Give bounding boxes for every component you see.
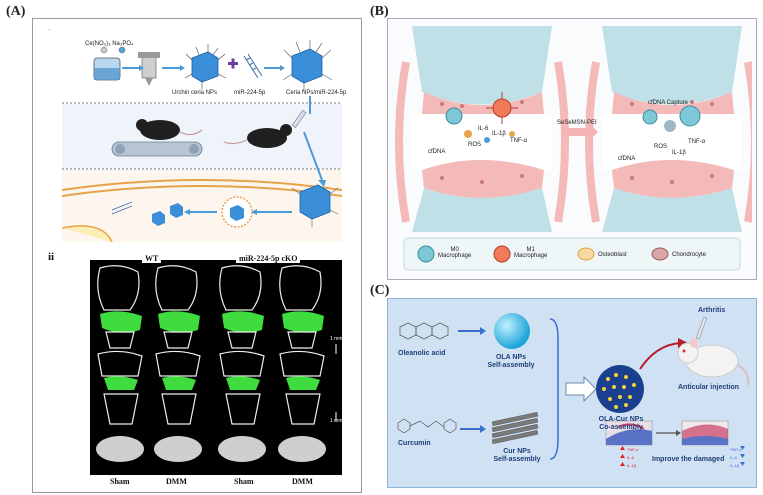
panel-b-label: (B) bbox=[370, 4, 389, 19]
legend-m1: M1 Macrophage bbox=[514, 247, 548, 259]
oleanolic-label: Oleanolic acid bbox=[398, 350, 446, 357]
bottom-label-sham-1: Sham bbox=[110, 477, 130, 486]
marker-left-1: IL-6 bbox=[627, 455, 634, 460]
micro-ct-images bbox=[96, 265, 337, 462]
bottom-label-sham-2: Sham bbox=[234, 477, 254, 486]
ceria-mir-np-icon bbox=[282, 40, 333, 92]
curcumin-label: Curcumin bbox=[398, 440, 431, 447]
curcumin-molecule-icon bbox=[397, 418, 457, 434]
il1b2-label: IL-1β bbox=[672, 150, 686, 156]
tnfa-label: TNF-α bbox=[510, 138, 528, 144]
chondrocyte-icon bbox=[651, 247, 669, 261]
legend-osteoblast: Osteoblast bbox=[598, 252, 627, 258]
legend-chondrocyte: Chondrocyte bbox=[672, 252, 707, 258]
wt-header: WT bbox=[142, 254, 162, 263]
marker-right-2: IL-1β bbox=[730, 463, 740, 468]
panel-a-label: (A) bbox=[6, 4, 26, 19]
tnfa2-label: TNF-α bbox=[688, 139, 706, 145]
mouse-injection-icon bbox=[223, 110, 307, 148]
scale-bar-1: 1 mm bbox=[330, 336, 343, 342]
ola-nps-label: OLA NPs Self-assembly bbox=[487, 354, 535, 369]
internalized-np-icon bbox=[291, 184, 339, 227]
panel-c-diagram bbox=[397, 313, 750, 466]
panel-a-sub-ii: ii bbox=[48, 251, 55, 263]
ros2-label: ROS bbox=[654, 144, 668, 150]
treatment-label: SeSeMSN-PEI bbox=[557, 120, 597, 126]
mouse-icon bbox=[677, 317, 750, 386]
il6-label: IL-6 bbox=[478, 126, 489, 132]
panel-a-schematic bbox=[42, 30, 352, 243]
cur-nps-label: Cur NPs Self-assembly bbox=[493, 448, 541, 463]
m0-macrophage-icon bbox=[417, 245, 435, 263]
cfdna2-label: cfDNA bbox=[618, 156, 636, 162]
bottom-label-dmm-2: DMM bbox=[292, 477, 313, 486]
reagents-label: Ce(NO₃)₃ Na₃PO₄ bbox=[85, 41, 134, 47]
cfdna-capture-label: cfDNA Capture bbox=[648, 100, 689, 106]
panel-a-frame bbox=[32, 18, 362, 493]
osteoblast-icon bbox=[577, 247, 595, 261]
urchin-ceria-np-icon bbox=[184, 44, 227, 89]
il1b-label: IL-1β bbox=[492, 131, 506, 137]
marker-right-0: TNF-α bbox=[730, 447, 742, 452]
mirna-icon bbox=[243, 53, 263, 79]
panel-c-label: (C) bbox=[370, 283, 390, 298]
cko-header: miR-224-5p cKO bbox=[236, 254, 301, 263]
ola-cur-label: OLA-Cur NPs Co-assembly bbox=[598, 416, 644, 431]
mouse-icon bbox=[136, 119, 203, 140]
panel-b-diagram bbox=[395, 26, 752, 271]
treadmill-icon bbox=[111, 141, 203, 157]
beaker-icon bbox=[93, 46, 126, 81]
cfdna-label: cfDNA bbox=[428, 149, 446, 155]
marker-right-1: IL-6 bbox=[730, 455, 737, 460]
m1-macrophage-icon bbox=[493, 245, 511, 263]
bottom-label-dmm-1: DMM bbox=[166, 477, 187, 486]
improve-label: Improve the damaged bbox=[652, 456, 725, 463]
cur-nps-icon bbox=[491, 412, 539, 444]
mir-label: miR-224-5p bbox=[234, 90, 266, 96]
marker-left-0: TNF-α bbox=[627, 447, 639, 452]
ros-label: ROS bbox=[468, 142, 482, 148]
injection-label: Anticular injection bbox=[678, 384, 740, 391]
urchin-label: Urchin ceria NPs bbox=[172, 90, 218, 96]
oleanolic-acid-molecule-icon bbox=[399, 322, 449, 340]
marker-left-2: IL-1β bbox=[627, 463, 637, 468]
ceria-mir-label: Ceria NPs/miR-224-5p bbox=[286, 90, 347, 96]
legend-m0: M0 Macrophage bbox=[438, 247, 472, 259]
scale-bar-2: 1 mm bbox=[330, 418, 343, 424]
arthritis-label: Arthritis bbox=[698, 307, 726, 314]
